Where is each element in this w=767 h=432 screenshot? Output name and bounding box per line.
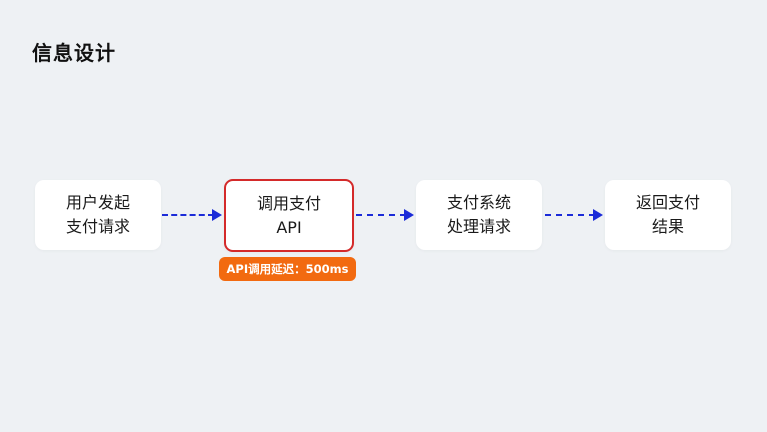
step-label-line1: 调用支付 [256, 193, 321, 213]
latency-badge: API调用延迟：500ms [219, 257, 356, 281]
arrow-right-icon [162, 209, 222, 221]
step-label-line2: 支付请求 [65, 217, 130, 236]
page-title: 信息设计 [32, 41, 116, 65]
step-label-line1: 返回支付 [635, 193, 700, 212]
arrow-right-icon [356, 209, 414, 221]
step-label-line2: 结果 [651, 217, 684, 236]
flow-step-return-result: 返回支付 结果 [605, 180, 731, 250]
step-label-line1: 用户发起 [65, 193, 130, 212]
flow-step-system-process: 支付系统 处理请求 [416, 180, 542, 250]
step-label-line1: 支付系统 [446, 193, 511, 212]
arrow-right-icon [545, 209, 603, 221]
flow-step-call-api: 调用支付 API [224, 179, 354, 252]
flow-step-user-request: 用户发起 支付请求 [35, 180, 161, 250]
step-label-line2: 处理请求 [446, 217, 511, 236]
step-label-line2: API [276, 217, 302, 237]
